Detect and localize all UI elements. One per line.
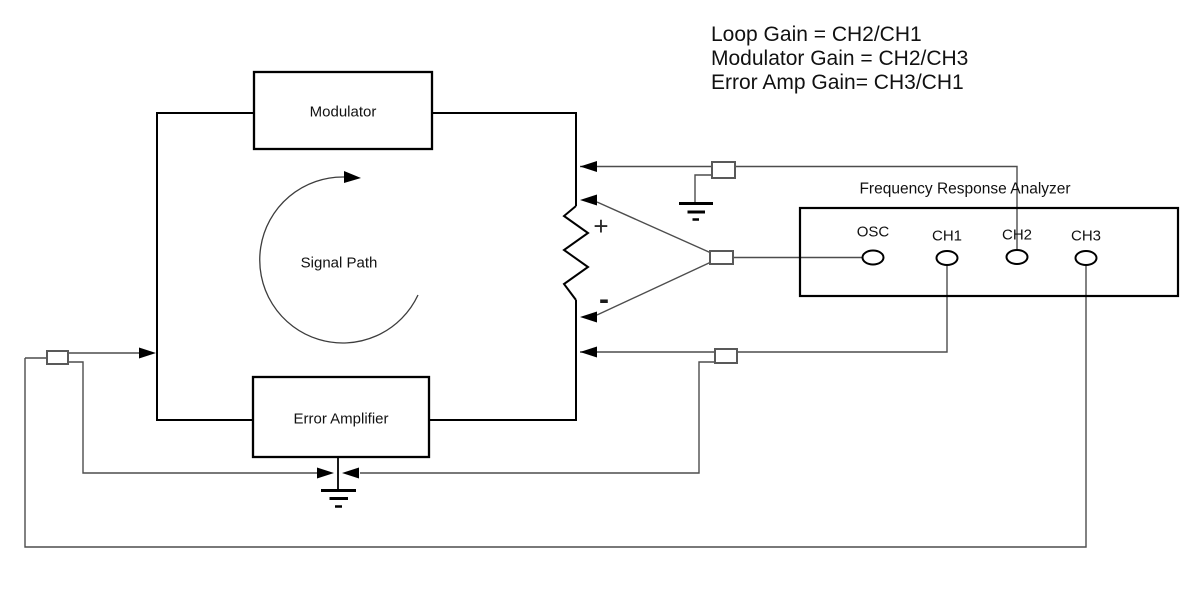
analyzer-title: Frequency Response Analyzer [859,180,1071,198]
arrow-ground-right-icon [342,467,359,479]
measurement-wires [24,165,1087,548]
error-amp-gain-equation: Error Amp Gain= CH3/CH1 [711,71,964,94]
arrowheads [139,161,597,479]
loop-bottom-right-wire [429,300,577,421]
plus-input-label: + [593,211,609,241]
arrow-ground-left-icon [317,467,334,479]
loop-top-right-wire [432,112,577,206]
error-amplifier-box [251,375,431,459]
ground-icon-top [679,202,713,221]
signal-path-label: Signal Path [300,254,378,272]
modulator-label: Modulator [309,103,377,121]
minus-input-label: - [599,283,609,316]
probe-connector-osc [709,250,734,265]
ch3-terminal-label: CH3 [1070,227,1102,245]
ch3-outer-wire [24,265,1087,548]
arrow-ch1-tap-icon [580,346,597,358]
analyzer-box [798,206,1180,298]
injection-minus-wire [596,261,711,316]
ch1-terminal [935,250,959,266]
ch2-terminal [1005,249,1029,265]
arrow-ch2-injection-icon [580,161,597,172]
signal-path-arc [259,176,419,344]
error-amplifier-label: Error Amplifier [293,410,389,428]
osc-terminal [861,249,885,266]
ch2-probe-ground-wire [694,174,712,203]
ch1-terminal-label: CH1 [931,227,963,245]
osc-terminal-label: OSC [856,223,890,241]
probe-connector-ch2 [711,161,736,179]
signal-loop-wires [156,112,577,421]
ch1-wire [580,265,948,353]
injection-plus-wire [596,201,711,254]
arrow-minus-input-icon [580,311,597,323]
modulator-box [252,70,434,151]
ch1-probe-ground-wire [360,361,715,474]
ch3-terminal [1074,250,1098,266]
ch2-terminal-label: CH2 [1001,226,1033,244]
loop-left-wire [156,112,254,421]
loop-gain-equation: Loop Gain = CH2/CH1 [711,23,922,46]
analyzer-terminals [861,249,1098,266]
resistor-icon [562,205,590,301]
arrow-ch3-tap-icon [139,347,156,359]
arrow-plus-input-icon [580,194,597,206]
modulator-gain-equation: Modulator Gain = CH2/CH3 [711,47,969,70]
ch3-probe-ground-wire [68,361,318,474]
probe-connectors [46,161,738,365]
probe-connector-ch3 [46,350,69,365]
ground-icon-error-amp [321,489,356,508]
signal-path-arrowhead-icon [344,171,361,183]
gain-equations: Loop Gain = CH2/CH1 Modulator Gain = CH2… [711,23,968,95]
probe-connector-ch1 [714,348,738,364]
